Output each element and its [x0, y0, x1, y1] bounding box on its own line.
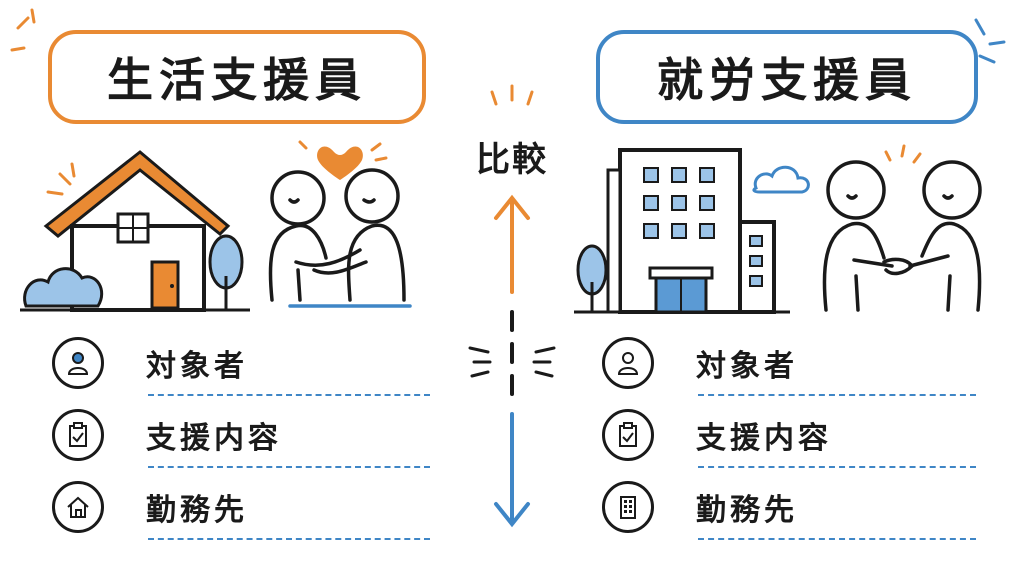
- comparison-arrow: [468, 194, 556, 528]
- sparkle-center: [490, 84, 534, 106]
- divider: [698, 394, 976, 396]
- left-row-workplace-label: 勤務先: [146, 493, 248, 528]
- right-row-support-label: 支援内容: [696, 421, 832, 456]
- right-row-workplace-label: 勤務先: [696, 493, 798, 528]
- compare-label: 比較: [476, 140, 548, 180]
- right-row-workplace: 勤務先: [602, 476, 976, 540]
- right-row-support: 支援内容: [602, 404, 976, 468]
- office-building-illustration: [574, 148, 810, 314]
- left-row-target-label: 対象者: [146, 349, 248, 384]
- divider: [148, 394, 430, 396]
- house-illustration: [20, 150, 250, 312]
- left-row-workplace: 勤務先: [52, 476, 430, 540]
- right-row-target: 対象者: [602, 332, 976, 396]
- caring-people-illustration: [268, 140, 412, 308]
- clipboard-check-icon: [602, 409, 654, 461]
- left-row-support: 支援内容: [52, 404, 430, 468]
- divider: [148, 466, 430, 468]
- building-icon: [602, 481, 654, 533]
- clipboard-check-icon: [52, 409, 104, 461]
- left-row-support-label: 支援内容: [146, 421, 282, 456]
- person-icon: [52, 337, 104, 389]
- home-icon: [52, 481, 104, 533]
- right-row-target-label: 対象者: [696, 349, 798, 384]
- left-title: 生活支援員: [48, 30, 426, 124]
- sparkle-right-title: [974, 18, 1006, 64]
- handshake-people-illustration: [822, 144, 982, 312]
- divider: [698, 466, 976, 468]
- sparkle-left-title: [10, 8, 36, 52]
- person-icon: [602, 337, 654, 389]
- divider: [698, 538, 976, 540]
- right-title: 就労支援員: [596, 30, 978, 124]
- left-row-target: 対象者: [52, 332, 430, 396]
- divider: [148, 538, 430, 540]
